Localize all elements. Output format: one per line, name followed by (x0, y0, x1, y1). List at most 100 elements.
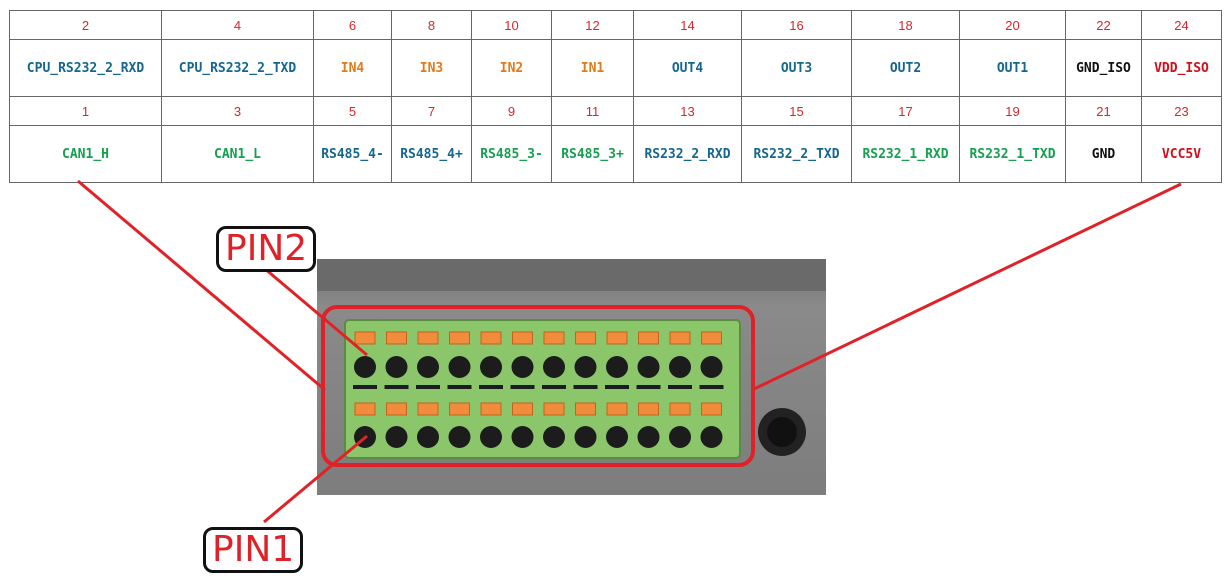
pin-number-cell: 1 (9, 96, 162, 126)
terminal-hole (448, 356, 471, 378)
signal-cell: RS232_1_RXD (851, 125, 960, 183)
terminal-lever (575, 402, 596, 416)
terminal-hole (417, 356, 439, 378)
signal-cell: IN3 (391, 39, 472, 97)
terminal-lever (638, 331, 659, 345)
signal-cell: CPU_RS232_2_TXD (161, 39, 314, 97)
terminal-slot (605, 385, 629, 389)
terminal-hole (700, 426, 723, 448)
terminal-hole (637, 426, 660, 448)
terminal-hole (511, 356, 534, 378)
pin-number-cell: 3 (161, 96, 314, 126)
terminal-slot (416, 385, 440, 389)
terminal-hole (480, 356, 502, 378)
signal-cell: RS485_3+ (551, 125, 634, 183)
terminal-slot (573, 385, 598, 389)
signal-cell: VDD_ISO (1141, 39, 1222, 97)
terminal-hole (543, 426, 565, 448)
terminal-hole (637, 356, 660, 378)
terminal-hole (700, 356, 723, 378)
terminal-hole (574, 426, 597, 448)
signal-cell: IN4 (313, 39, 392, 97)
terminal-slot (479, 385, 503, 389)
terminal-hole (511, 426, 534, 448)
terminal-hole (543, 356, 565, 378)
pin1-label: PIN1 (203, 527, 304, 573)
terminal-lever (417, 331, 439, 345)
signal-cell: GND (1065, 125, 1142, 183)
terminal-lever (606, 402, 628, 416)
terminal-lever (354, 331, 376, 345)
terminal-hole (669, 356, 691, 378)
terminal-lever (701, 331, 722, 345)
terminal-hole (385, 356, 408, 378)
leader-pin2 (263, 266, 368, 357)
terminal-highlight-frame (321, 305, 755, 467)
pin-number-cell: 18 (851, 10, 960, 40)
terminal-lever (669, 402, 691, 416)
terminal-hole (606, 426, 628, 448)
pin-number-cell: 14 (633, 10, 742, 40)
leader-can1h (77, 179, 326, 392)
pin-number-cell: 21 (1065, 96, 1142, 126)
signal-cell: RS232_2_RXD (633, 125, 742, 183)
signal-cell: VCC5V (1141, 125, 1222, 183)
leader-vcc5v (751, 182, 1182, 392)
pin-number-cell: 15 (741, 96, 852, 126)
signal-cell: CAN1_L (161, 125, 314, 183)
terminal-hole (574, 356, 597, 378)
signal-cell: GND_ISO (1065, 39, 1142, 97)
signal-cell: RS485_3- (471, 125, 552, 183)
pin-number-cell: 12 (551, 10, 634, 40)
signal-cell: RS485_4- (313, 125, 392, 183)
pin-number-cell: 17 (851, 96, 960, 126)
terminal-hole (669, 426, 691, 448)
signal-cell: CAN1_H (9, 125, 162, 183)
terminal-lever (386, 402, 407, 416)
signal-cell: RS485_4+ (391, 125, 472, 183)
terminal-lever (669, 331, 691, 345)
terminal-lever (543, 402, 565, 416)
terminal-lever (417, 402, 439, 416)
terminal-lever (354, 402, 376, 416)
terminal-lever (449, 331, 470, 345)
pin-number-cell: 11 (551, 96, 634, 126)
pin-number-cell: 24 (1141, 10, 1222, 40)
signal-cell: OUT1 (959, 39, 1066, 97)
terminal-lever (606, 331, 628, 345)
pin2-label: PIN2 (216, 226, 317, 272)
terminal-lever (512, 402, 533, 416)
terminal-hole (354, 356, 376, 378)
terminal-lever (449, 402, 470, 416)
terminal-lever (512, 331, 533, 345)
panel-top-edge (317, 259, 826, 291)
terminal-hole (480, 426, 502, 448)
terminal-lever (543, 331, 565, 345)
terminal-lever (480, 331, 502, 345)
terminal-pins (353, 331, 724, 448)
terminal-slot (542, 385, 566, 389)
terminal-slot (668, 385, 692, 389)
signal-cell: IN2 (471, 39, 552, 97)
terminal-hole (385, 426, 408, 448)
terminal-lever (480, 402, 502, 416)
pin-number-cell: 16 (741, 10, 852, 40)
pin-number-cell: 10 (471, 10, 552, 40)
terminal-slot (699, 385, 724, 389)
terminal-slot (447, 385, 472, 389)
terminal-lever (701, 402, 722, 416)
terminal-slot (510, 385, 535, 389)
terminal-slot (636, 385, 661, 389)
terminal-hole (606, 356, 628, 378)
pin-number-cell: 22 (1065, 10, 1142, 40)
terminal-lever (638, 402, 659, 416)
terminal-lever (386, 331, 407, 345)
terminal-slot (353, 385, 377, 389)
terminal-hole (417, 426, 439, 448)
signal-cell: CPU_RS232_2_RXD (9, 39, 162, 97)
signal-cell: OUT2 (851, 39, 960, 97)
terminal-lever (575, 331, 596, 345)
signal-cell: RS232_1_TXD (959, 125, 1066, 183)
